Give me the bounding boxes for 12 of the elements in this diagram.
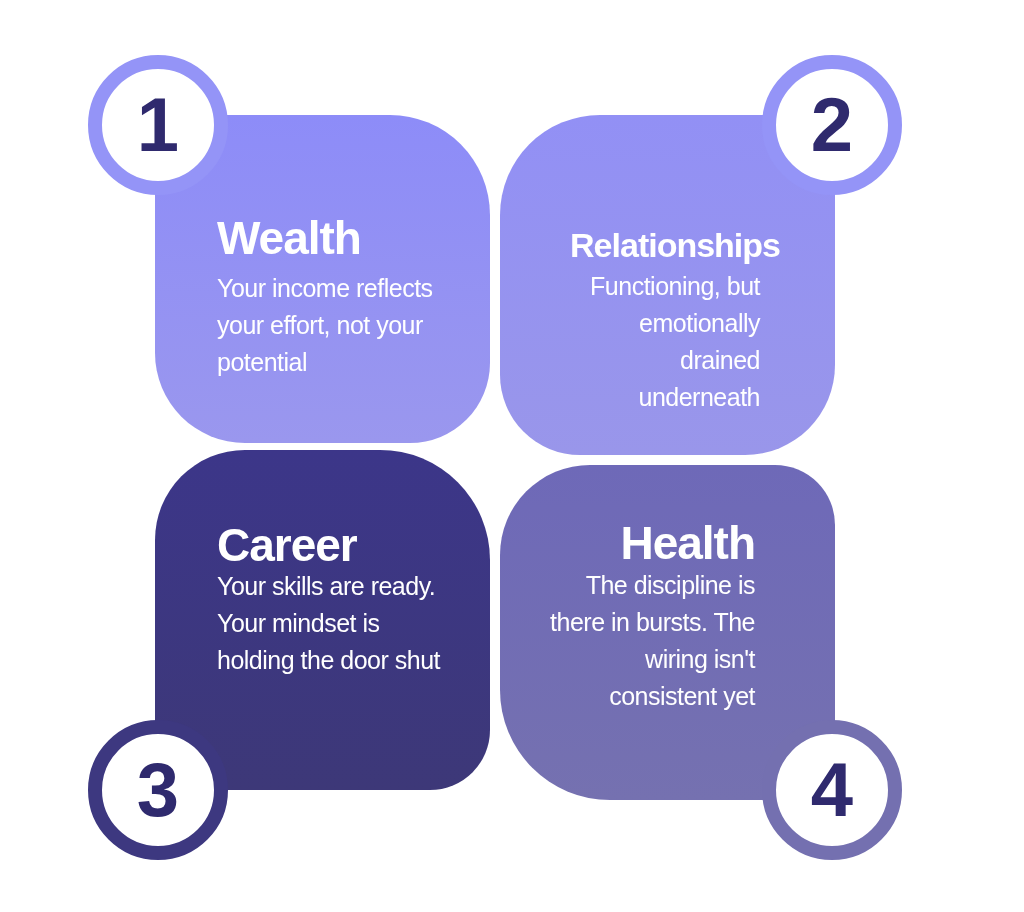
card-heading: Relationships: [570, 228, 780, 262]
card-text: Your skills are ready. Your mindset is holding the door shut: [217, 571, 442, 676]
step-number: 1: [136, 87, 180, 163]
card-text: Functioning, but emotionally drained underneath: [589, 271, 760, 413]
card-heading: Health: [620, 520, 755, 566]
card-heading: Career: [217, 522, 357, 568]
card-text: The discipline is there in bursts. The wiring isn't consistent yet: [550, 570, 755, 712]
step-number: 3: [136, 752, 180, 828]
card-heading: Wealth: [217, 215, 361, 261]
card-text: Your income reflects your effort, not your potential: [217, 273, 434, 378]
step-number: 4: [810, 752, 854, 828]
step-number: 2: [810, 87, 854, 163]
